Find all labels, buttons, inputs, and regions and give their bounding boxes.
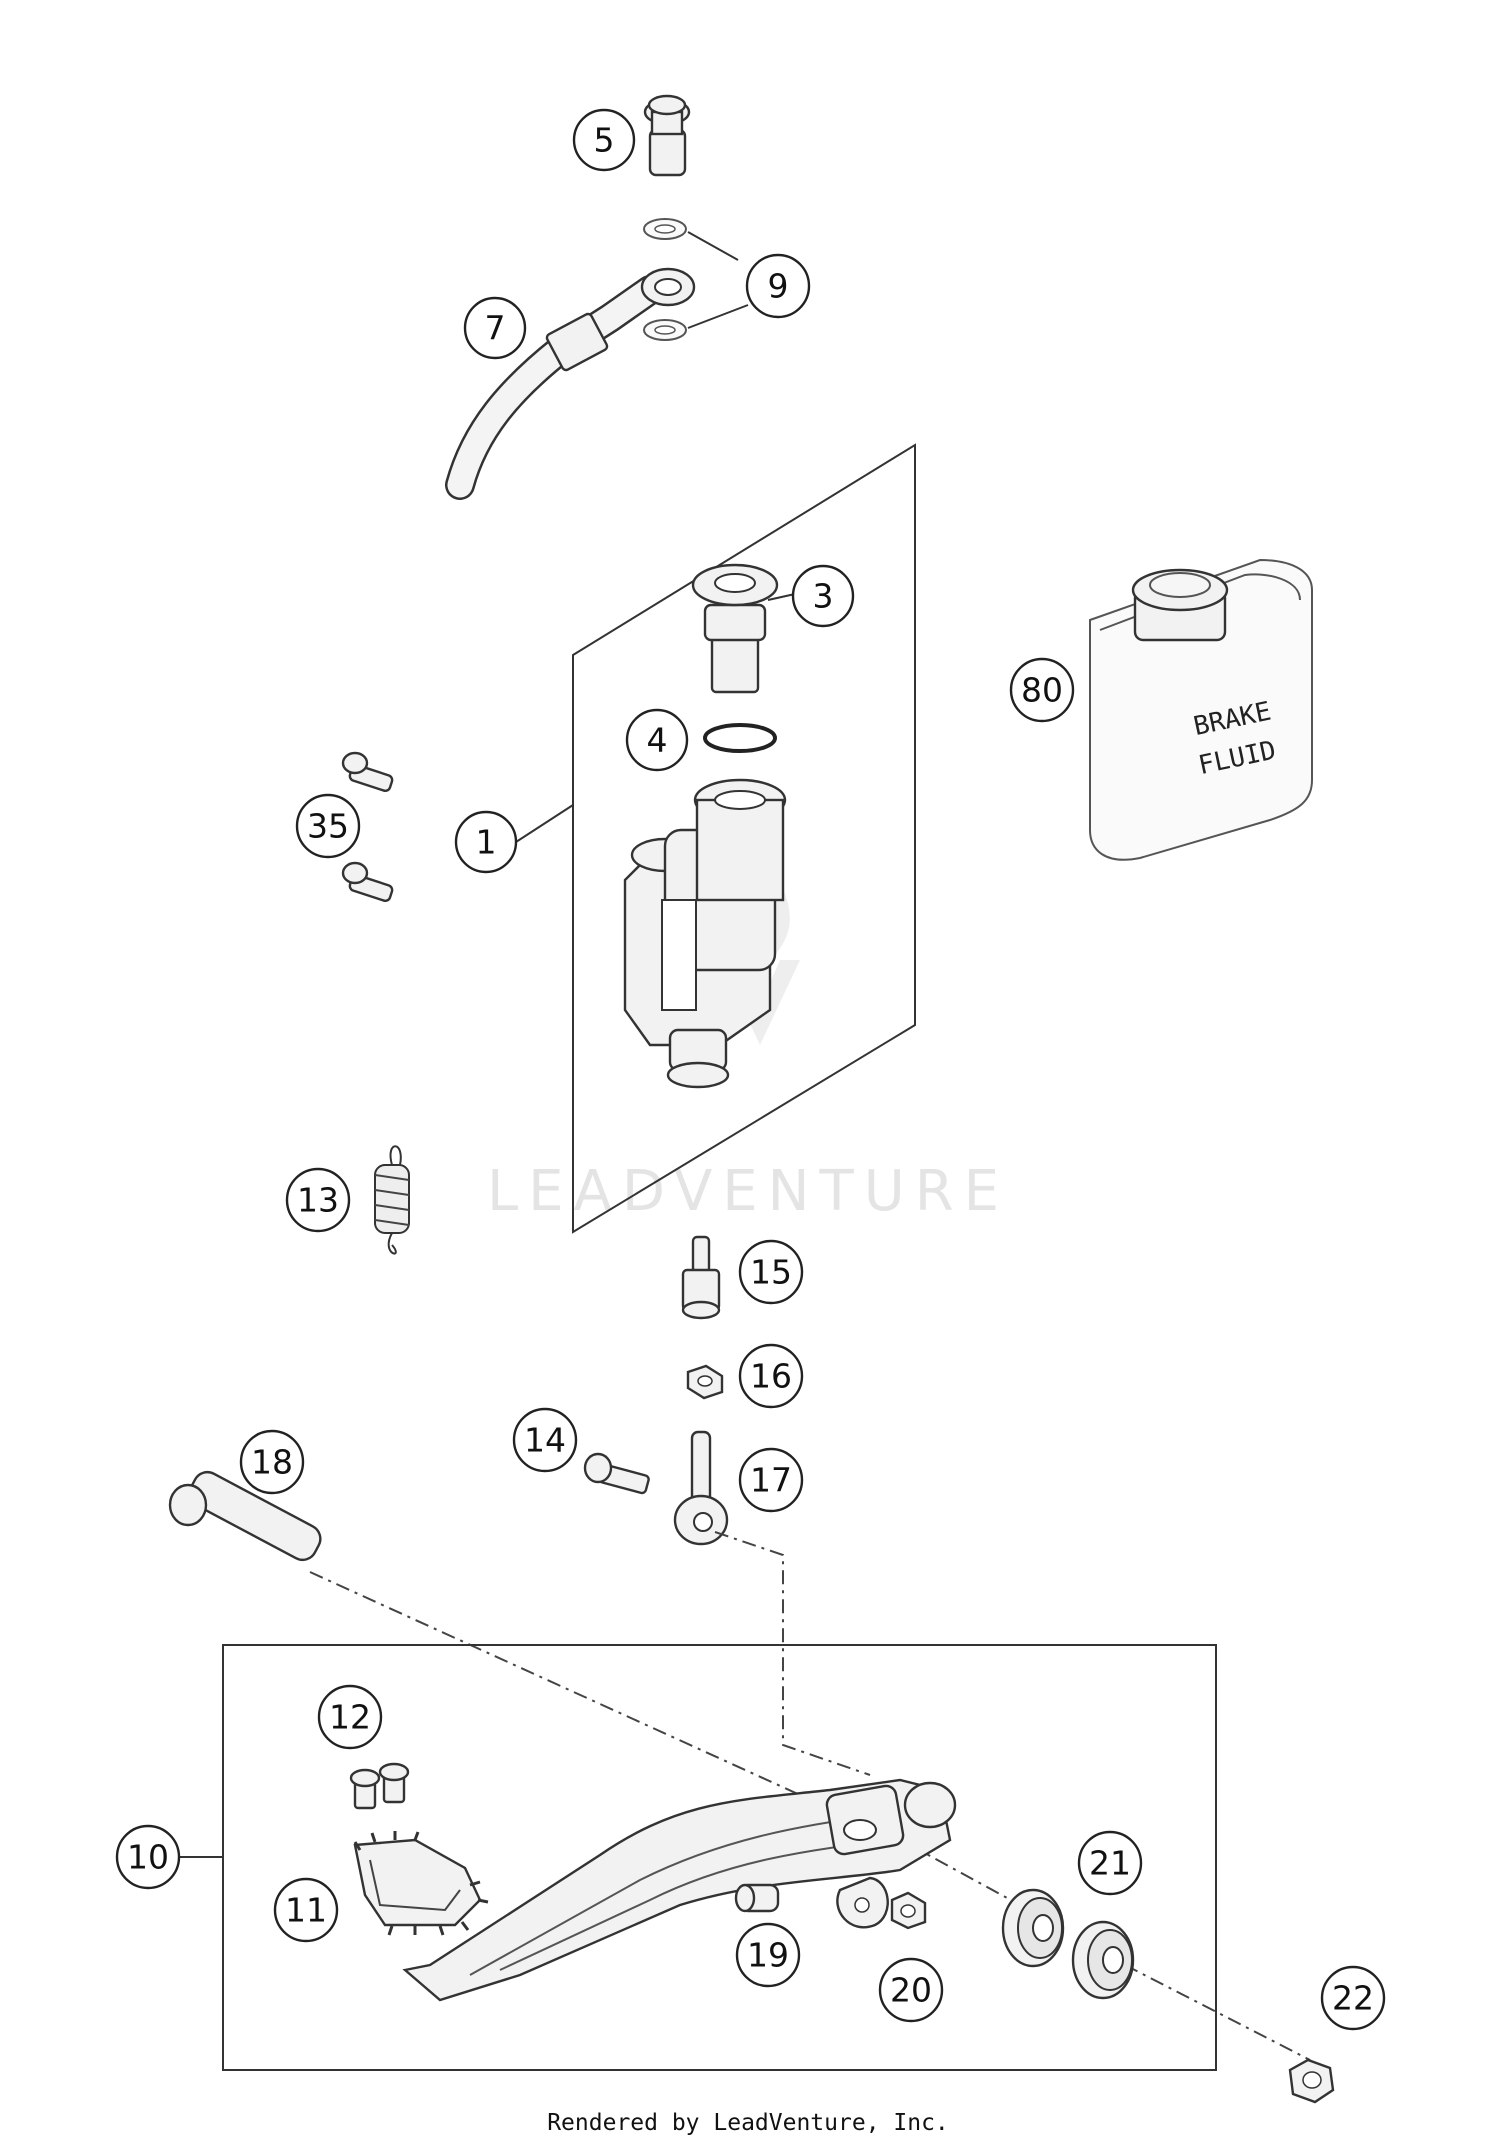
svg-text:9: 9 [768, 267, 789, 306]
svg-text:1: 1 [476, 823, 497, 862]
lever-pin-part [734, 1883, 780, 1913]
master-cylinder-part [623, 778, 787, 1089]
callout-16: 16 [738, 1343, 804, 1409]
lever-nut-part [890, 1891, 927, 1930]
nut-part [686, 1364, 724, 1400]
callout-35: 35 [295, 793, 361, 859]
svg-text:7: 7 [485, 309, 506, 348]
watermark-text: LEADVENTURE [487, 1159, 1009, 1224]
footer-credit: Rendered by LeadVenture, Inc. [547, 2110, 949, 2136]
callout-3: 3 [791, 564, 855, 628]
callout-17: 17 [738, 1447, 804, 1513]
banjo-bolt-part [643, 94, 691, 177]
svg-text:5: 5 [594, 121, 615, 160]
svg-text:22: 22 [1332, 1979, 1374, 2018]
callout-19: 19 [735, 1922, 801, 1988]
svg-text:3: 3 [813, 577, 834, 616]
callout-9: 9 [745, 253, 811, 319]
screws-part [341, 751, 394, 902]
svg-text:35: 35 [307, 807, 349, 846]
bearings-part [1001, 1888, 1135, 2000]
callout-5: 5 [572, 108, 636, 172]
step-plate-part [353, 1831, 489, 1936]
brake-fluid-can-part: BRAKE FLUID [1089, 558, 1313, 861]
svg-text:14: 14 [524, 1421, 566, 1460]
callout-20: 20 [878, 1957, 944, 2023]
callout-11: 11 [273, 1877, 339, 1943]
svg-text:18: 18 [251, 1443, 293, 1482]
svg-text:10: 10 [127, 1838, 169, 1877]
callout-7: 7 [463, 296, 527, 360]
reservoir-connector-part [691, 563, 796, 694]
assembly-line-bearing [909, 1844, 1021, 1906]
fork-head-part [673, 1430, 729, 1546]
svg-text:4: 4 [647, 721, 668, 760]
svg-text:80: 80 [1021, 671, 1063, 710]
push-rod-part [681, 1235, 721, 1320]
svg-text:21: 21 [1089, 1844, 1131, 1883]
o-ring-part [703, 723, 777, 753]
assembly-line-pin [309, 1571, 911, 1846]
sealing-rings-part [643, 218, 749, 341]
svg-text:12: 12 [329, 1698, 371, 1737]
pivot-pin-part [168, 1470, 322, 1562]
svg-text:16: 16 [750, 1357, 792, 1396]
callout-22: 22 [1320, 1965, 1386, 2031]
callout-12: 12 [317, 1684, 383, 1750]
callout-80: 80 [1009, 657, 1075, 723]
svg-text:13: 13 [297, 1181, 339, 1220]
callout-15: 15 [738, 1239, 804, 1305]
pivot-screw-part [583, 1452, 650, 1495]
callout-13: 13 [285, 1167, 351, 1233]
brake-lever-part [402, 1778, 957, 2002]
assembly-line-forkhead [714, 1531, 871, 1776]
callout-1: 1 [454, 810, 518, 874]
leader-line-1 [515, 804, 574, 843]
callout-21: 21 [1077, 1830, 1143, 1896]
callout-10: 10 [115, 1824, 181, 1890]
callout-14: 14 [512, 1407, 578, 1473]
callout-4: 4 [625, 708, 689, 772]
step-plate-bolts-part [349, 1762, 410, 1810]
collar-nut-part [1288, 2058, 1335, 2104]
svg-text:11: 11 [285, 1891, 327, 1930]
svg-text:15: 15 [750, 1253, 792, 1292]
svg-text:17: 17 [750, 1461, 792, 1500]
svg-text:20: 20 [890, 1971, 932, 2010]
spring-part [374, 1145, 410, 1255]
master-cylinder-assembly-frame [572, 443, 916, 1234]
assembly-line-nut [1124, 1964, 1311, 2061]
svg-text:19: 19 [747, 1936, 789, 1975]
brake-line-part [445, 267, 696, 500]
callout-18: 18 [239, 1429, 305, 1495]
